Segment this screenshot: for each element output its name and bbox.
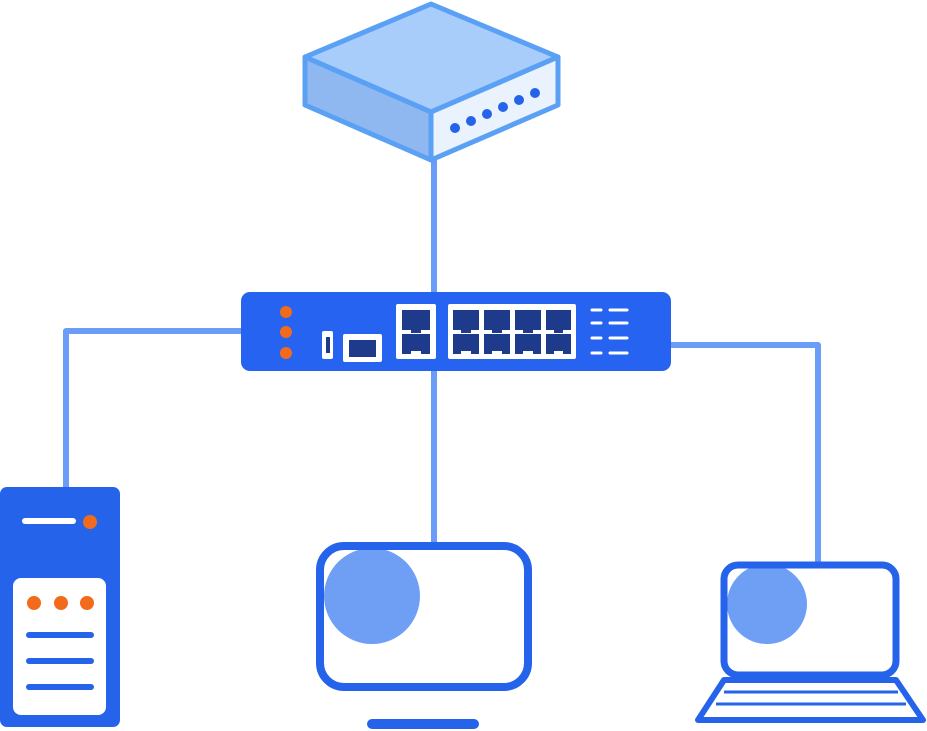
uplink-ports xyxy=(402,310,430,354)
status-led xyxy=(280,326,292,338)
ethernet-port-icon xyxy=(484,334,510,354)
router-led xyxy=(498,102,508,112)
ethernet-port-icon xyxy=(546,310,571,333)
cable-switch-server xyxy=(63,328,244,490)
console-port-slot xyxy=(349,340,376,357)
status-led xyxy=(27,596,41,610)
ethernet-port-icon xyxy=(402,334,430,354)
server-drive-slot xyxy=(22,518,76,524)
router-led xyxy=(530,88,540,98)
monitor-frame xyxy=(316,542,532,691)
ethernet-port-icon xyxy=(484,310,510,333)
router-right-face xyxy=(428,54,561,163)
laptop-base xyxy=(695,677,926,723)
switch-status-leds xyxy=(280,306,292,359)
server-vent-lines xyxy=(26,632,94,690)
server-power-led xyxy=(83,515,97,529)
server-tower-icon xyxy=(0,487,120,727)
ethernet-port-icon xyxy=(515,334,541,354)
router-leds xyxy=(450,88,540,133)
monitor-stand xyxy=(367,719,479,729)
laptop-screen-graphic xyxy=(727,568,807,644)
access-ports xyxy=(453,310,571,354)
ethernet-port-icon xyxy=(402,310,430,333)
ethernet-port-icon xyxy=(453,334,479,354)
cable-switch-laptop xyxy=(670,342,821,564)
laptop-icon xyxy=(695,561,926,723)
router-icon xyxy=(302,1,561,163)
router-led xyxy=(482,109,492,119)
laptop-keyboard xyxy=(716,690,906,706)
router-led xyxy=(514,95,524,105)
monitor-screen-graphic xyxy=(324,550,420,644)
ethernet-port-icon xyxy=(453,310,479,333)
server-status-leds xyxy=(27,596,94,610)
desktop-monitor-icon xyxy=(316,542,532,729)
ethernet-port-icon xyxy=(515,310,541,333)
status-led xyxy=(280,306,292,318)
network-switch-icon xyxy=(241,292,671,371)
ethernet-port-icon xyxy=(546,334,571,354)
access-port-block xyxy=(448,304,576,359)
cables xyxy=(63,160,821,564)
status-led xyxy=(280,347,292,359)
status-led xyxy=(80,596,94,610)
switch-indicator-lights xyxy=(590,308,629,355)
status-led xyxy=(54,596,68,610)
router-led xyxy=(466,116,476,126)
server-front-panel xyxy=(13,578,106,715)
usb-port-slot xyxy=(326,337,330,353)
router-led xyxy=(450,123,460,133)
laptop-lid-frame xyxy=(720,561,900,679)
